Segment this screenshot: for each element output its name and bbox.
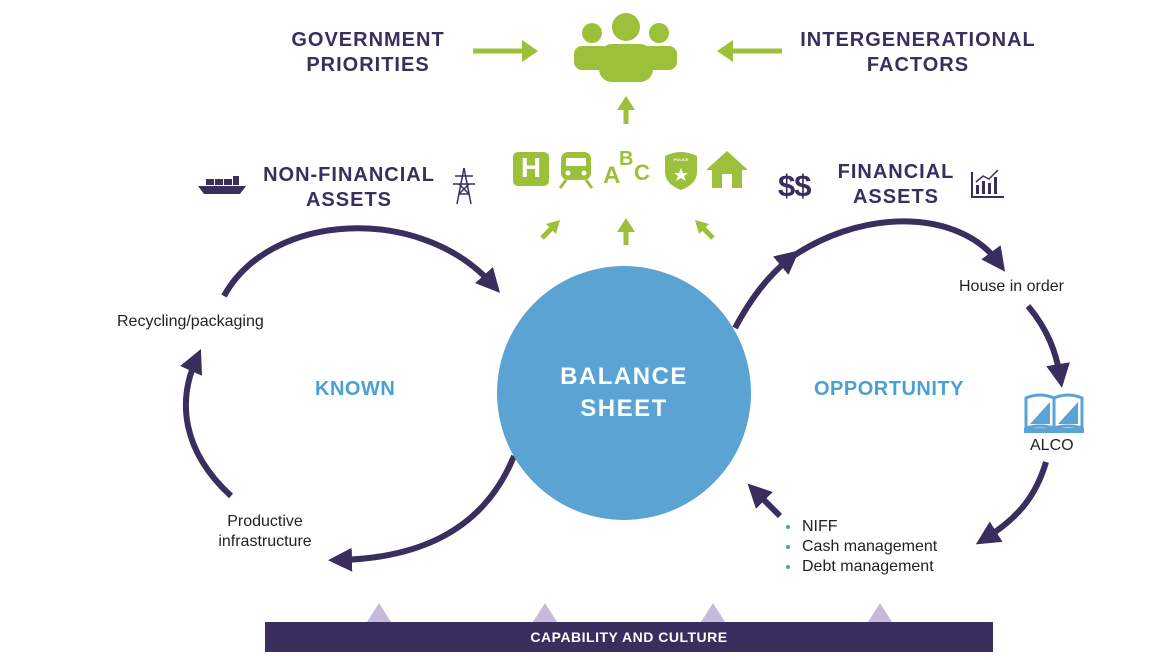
arrow-to-services-center: [617, 218, 635, 245]
government-priorities-label: GOVERNMENT PRIORITIES: [291, 29, 445, 76]
arrow-to-services-left: [540, 220, 560, 240]
arrow-to-services-right: [695, 220, 715, 240]
police-badge-icon: [665, 152, 697, 190]
house-in-order-label: House in order: [959, 278, 1064, 295]
abc-letter-c: C: [634, 160, 650, 185]
arrow-house-to-alco: [1025, 304, 1070, 388]
abc-letter-a: A: [603, 162, 621, 189]
alco-label: ALCO: [1030, 437, 1074, 454]
hospital-letter: H: [520, 152, 542, 183]
cargo-ship-icon: [198, 176, 246, 194]
house-icon: [706, 151, 748, 188]
footer-triangle: [367, 603, 391, 622]
arrow-up-to-people: [617, 96, 635, 124]
non-financial-assets-label: NON-FINANCIAL ASSETS: [263, 164, 435, 211]
productive-infrastructure-label: Productive infrastructure: [218, 513, 312, 550]
known-label: KNOWN: [315, 378, 396, 400]
arc-top-right: [780, 218, 1006, 272]
list-item: Cash management: [784, 537, 937, 557]
arc-top-left: [221, 225, 501, 298]
arrow-government-to-people: [473, 40, 538, 62]
abc-letter-b: B: [619, 148, 634, 170]
balance-sheet-circle: [497, 266, 751, 520]
abc-icon: A B C: [601, 148, 655, 192]
train-icon: [558, 152, 594, 189]
open-book-icon: [1024, 393, 1084, 433]
balance-sheet-label: BALANCE SHEET: [560, 363, 688, 422]
arc-top-right-from-center: [732, 250, 800, 330]
intergenerational-factors-label: INTERGENERATIONAL FACTORS: [800, 29, 1036, 76]
opportunity-bullets: NIFF Cash management Debt management: [784, 517, 937, 577]
hospital-icon: [513, 152, 549, 186]
arrow-intergenerational-to-people: [717, 40, 782, 62]
footer-triangle: [701, 603, 725, 622]
arrow-bullets-to-center: [747, 483, 783, 519]
footer-triangle: [868, 603, 892, 622]
capability-culture-bar: CAPABILITY AND CULTURE: [265, 622, 993, 652]
recycling-packaging-label: Recycling/packaging: [117, 313, 264, 330]
footer-triangles: [367, 603, 892, 622]
arc-bottom-left: [328, 454, 517, 572]
power-pylon-icon: [453, 167, 475, 205]
bar-chart-icon: [971, 169, 1004, 198]
people-group-icon: [574, 13, 677, 82]
list-item: Debt management: [784, 557, 937, 577]
police-badge-text: POLICE: [673, 157, 689, 162]
list-item: NIFF: [784, 517, 937, 537]
arrow-alco-to-bullets: [975, 461, 1049, 545]
footer-triangle: [533, 603, 557, 622]
arc-left-upward: [180, 349, 234, 499]
dollar-sign-icon: $$: [778, 168, 811, 203]
financial-assets-label: FINANCIAL ASSETS: [837, 161, 955, 208]
opportunity-label: OPPORTUNITY: [814, 378, 964, 400]
